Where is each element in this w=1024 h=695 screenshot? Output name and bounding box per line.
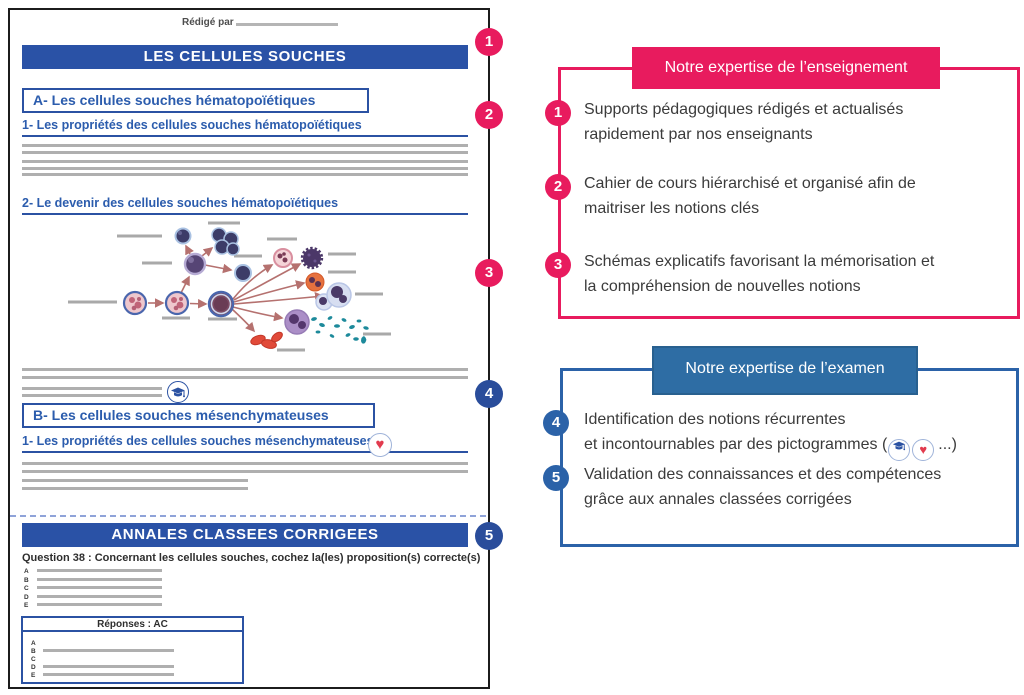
margin-badge-3: 3 [475,259,503,287]
placeholder-line [37,603,162,607]
answer-letter: E [31,672,36,679]
placeholder-line [43,665,174,668]
answers-header: Réponses : AC [23,618,242,632]
teaching-item-1: Supports pédagogiques rédigés et actuali… [584,101,904,143]
question-text: Question 38 : Concernant les cellules so… [22,552,481,564]
answer-letter: B [31,648,36,655]
placeholder-line [22,167,468,170]
nk-cell [234,264,252,282]
placeholder-line [22,487,248,490]
placeholder-line [22,462,468,465]
callout-badge-4: 4 [543,410,569,436]
callout-badge-3: 3 [545,252,571,278]
exam-item-5: Validation des connaissances et des comp… [584,466,942,508]
written-by-label: Rédigé par [182,17,234,28]
page-break-separator [10,515,486,517]
answer-letter: D [31,664,36,671]
lymphocyte-cell [174,227,192,245]
choice-letter: E [24,602,29,609]
placeholder-line [37,595,162,599]
teaching-item-2: Cahier de cours hiérarchisé et organisé … [584,175,916,217]
diagram-arrows [148,244,325,333]
placeholder-line [22,387,162,390]
placeholder-line [22,144,468,147]
placeholder-line [22,479,248,482]
eosinophil-cell [273,248,293,268]
margin-badge-1: 1 [475,28,503,56]
lymphocyte-cluster [211,227,240,256]
margin-badge-4: 4 [475,380,503,408]
sample-course-page: Rédigé par LES CELLULES SOUCHES A- Les c… [8,8,490,689]
choice-letter: D [24,594,29,601]
placeholder-line [43,649,174,652]
mast-cell [305,272,325,292]
placeholder-line [22,160,468,163]
placeholder-line [22,151,468,154]
stem-cell [122,290,148,316]
exam-item-4: Identification des notions récurrentes e… [584,407,1016,461]
myeloid-progenitor-cell [207,290,235,318]
section-b-heading: B- Les cellules souches mésenchymateuses [22,403,375,428]
placeholder-line [22,173,468,176]
lymphoid-progenitor-cell [183,252,207,276]
choice-letter: B [24,577,29,584]
annales-banner: ANNALES CLASSEES CORRIGEES [22,523,468,547]
choice-letter: C [24,585,29,592]
teaching-item-3: Schémas explicatifs favorisant la mémori… [584,253,935,295]
section-a-sub1-heading: 1- Les propriétés des cellules souches h… [22,118,468,137]
margin-badge-5: 5 [475,522,503,550]
callout-badge-2: 2 [545,174,571,200]
placeholder-line [22,394,162,397]
section-b-sub1-heading: 1- Les propriétés des cellules souches m… [22,434,468,453]
red-blood-cells [250,331,283,349]
placeholder-line [22,470,468,473]
placeholder-line [37,578,162,582]
megakaryocyte-and-platelets [284,309,369,344]
diagram-label-lines [68,221,391,352]
callout-badge-1: 1 [545,100,571,126]
choice-letter: A [24,568,29,575]
section-a-sub2-heading: 2- Le devenir des cellules souches hémat… [22,196,468,215]
margin-badge-2: 2 [475,101,503,129]
answer-letter: A [31,640,36,647]
placeholder-line [22,368,468,371]
teaching-callout-title: Notre expertise de l’enseignement [632,47,940,89]
answer-letter: C [31,656,36,663]
placeholder-line [37,586,162,590]
placeholder-line [37,569,162,573]
monocyte-cells [315,282,352,311]
heart-icon: ♥ [368,433,392,457]
answers-box: Réponses : AC A B C D E [21,616,244,684]
graduation-cap-icon [888,439,911,461]
placeholder-line [22,376,468,379]
graduation-cap-icon [167,381,189,403]
exam-callout-title: Notre expertise de l’examen [652,346,918,395]
section-a-heading: A- Les cellules souches hématopoïétiques [22,88,369,113]
placeholder-line [43,673,174,676]
heart-icon: ♥ [912,439,935,461]
progenitor-cell [164,290,190,316]
course-title-banner: LES CELLULES SOUCHES [22,45,468,69]
placeholder-line [236,23,338,26]
basophil-cell [300,246,324,270]
callout-badge-5: 5 [543,465,569,491]
hematopoiesis-diagram [68,221,391,352]
